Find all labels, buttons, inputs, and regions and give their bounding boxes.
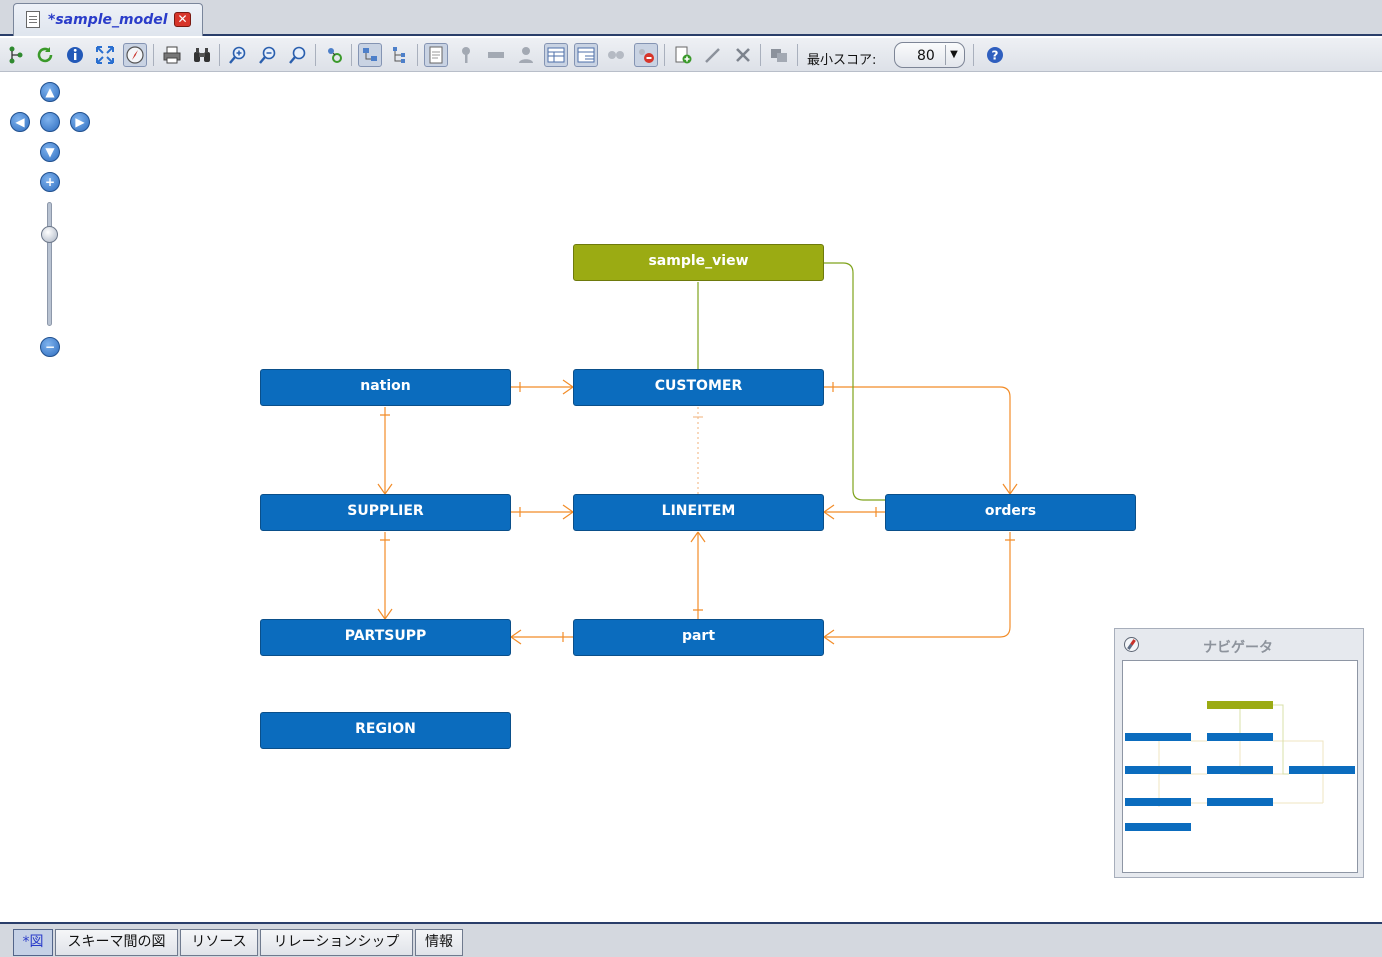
find-icon[interactable] bbox=[190, 43, 214, 67]
zoom-slider-thumb[interactable] bbox=[41, 226, 58, 243]
entity-table-supplier[interactable]: SUPPLIER bbox=[260, 494, 511, 531]
navigator-table-mark bbox=[1207, 733, 1273, 741]
entity-table-partsupp[interactable]: PARTSUPP bbox=[260, 619, 511, 656]
rel-customer-orders bbox=[824, 386, 1011, 494]
add-page-icon[interactable] bbox=[671, 43, 695, 67]
navigator-header: ナビゲータ bbox=[1115, 629, 1363, 659]
entity-table-lineitem[interactable]: LINEITEM bbox=[573, 494, 824, 531]
navigator-table-mark bbox=[1289, 766, 1355, 774]
tab-cross-schema-diagram[interactable]: スキーマ間の図 bbox=[55, 929, 178, 956]
fit-icon[interactable] bbox=[93, 43, 117, 67]
navigator-title: ナビゲータ bbox=[1203, 640, 1273, 656]
entity-table-part[interactable]: part bbox=[573, 619, 824, 656]
group-icon[interactable] bbox=[767, 43, 791, 67]
bottom-tab-bar: *図 スキーマ間の図 リソース リレーションシップ 情報 bbox=[0, 922, 1382, 957]
tree-icon[interactable] bbox=[4, 43, 28, 67]
tab-resources[interactable]: リソース bbox=[180, 929, 258, 956]
table-view-2-icon[interactable] bbox=[574, 43, 598, 67]
info-icon[interactable] bbox=[63, 43, 87, 67]
entity-table-nation[interactable]: nation bbox=[260, 369, 511, 406]
relationship-lines bbox=[377, 262, 1018, 645]
navigator-table-mark bbox=[1207, 798, 1273, 806]
pan-up-icon[interactable]: ▲ bbox=[40, 82, 60, 102]
entity-table-orders[interactable]: orders bbox=[885, 494, 1136, 531]
compass-icon[interactable] bbox=[123, 43, 147, 67]
zoom-out-button[interactable]: − bbox=[40, 337, 60, 357]
page-icon[interactable] bbox=[424, 43, 448, 67]
pan-down-icon[interactable]: ▼ bbox=[40, 142, 60, 162]
document-tab-strip: *sample_model ✕ bbox=[0, 0, 1382, 36]
min-score-label: 最小スコア: bbox=[807, 53, 877, 68]
navigator-table-mark bbox=[1125, 766, 1191, 774]
tab-info[interactable]: 情報 bbox=[415, 929, 463, 956]
tab-relationships[interactable]: リレーションシップ bbox=[260, 929, 413, 956]
remove-link-icon[interactable] bbox=[634, 43, 658, 67]
close-icon[interactable]: ✕ bbox=[174, 12, 191, 27]
navigator-overview[interactable] bbox=[1122, 660, 1358, 873]
layout-icon[interactable] bbox=[322, 43, 346, 67]
navigator-table-mark bbox=[1125, 798, 1191, 806]
navigator-table-mark bbox=[1125, 823, 1191, 831]
compass-icon bbox=[1124, 637, 1139, 652]
navigator-links bbox=[1158, 704, 1324, 807]
min-score-dropdown[interactable]: 80 ▼ bbox=[894, 42, 965, 68]
pan-left-icon[interactable]: ◀ bbox=[10, 112, 30, 132]
refresh-icon[interactable] bbox=[33, 43, 57, 67]
entity-view-sample_view[interactable]: sample_view bbox=[573, 244, 824, 281]
chevron-down-icon[interactable]: ▼ bbox=[945, 45, 962, 65]
navigator-table-mark bbox=[1125, 733, 1191, 741]
toolbar: 最小スコア: 80 ▼ ? bbox=[0, 38, 1382, 72]
document-tab-title: *sample_model bbox=[48, 12, 168, 28]
zoom-in-icon[interactable] bbox=[226, 43, 250, 67]
table-view-icon[interactable] bbox=[544, 43, 568, 67]
delete-icon[interactable] bbox=[731, 43, 755, 67]
entity-table-region[interactable]: REGION bbox=[260, 712, 511, 749]
link-icon[interactable] bbox=[604, 43, 628, 67]
document-tab[interactable]: *sample_model ✕ bbox=[13, 3, 203, 36]
user-icon[interactable] bbox=[514, 43, 538, 67]
diagram-canvas[interactable]: ▲ ◀ ▶ ▼ + − bbox=[0, 72, 1382, 922]
rel-part-orders bbox=[824, 532, 1011, 638]
diagram-mode-icon[interactable] bbox=[358, 43, 382, 67]
pencil-icon[interactable] bbox=[701, 43, 725, 67]
pan-right-icon[interactable]: ▶ bbox=[70, 112, 90, 132]
view-link-orders bbox=[824, 262, 885, 501]
help-icon[interactable]: ? bbox=[983, 43, 1007, 67]
key-icon[interactable] bbox=[454, 43, 478, 67]
document-icon bbox=[26, 11, 40, 28]
zoom-reset-icon[interactable] bbox=[286, 43, 310, 67]
svg-text:?: ? bbox=[992, 49, 999, 63]
entity-table-customer[interactable]: CUSTOMER bbox=[573, 369, 824, 406]
zoom-in-button[interactable]: + bbox=[40, 172, 60, 192]
navigator-panel[interactable]: ナビゲータ bbox=[1114, 628, 1364, 878]
tab-diagram[interactable]: *図 bbox=[13, 929, 53, 956]
pan-center-icon[interactable] bbox=[40, 112, 60, 132]
zoom-out-icon[interactable] bbox=[256, 43, 280, 67]
navigator-view-mark bbox=[1207, 701, 1273, 709]
min-score-value: 80 bbox=[917, 48, 935, 64]
column-icon[interactable] bbox=[484, 43, 508, 67]
navigator-table-mark bbox=[1207, 766, 1273, 774]
print-icon[interactable] bbox=[160, 43, 184, 67]
zoom-slider-track[interactable] bbox=[47, 202, 52, 326]
hierarchy-icon[interactable] bbox=[388, 43, 412, 67]
